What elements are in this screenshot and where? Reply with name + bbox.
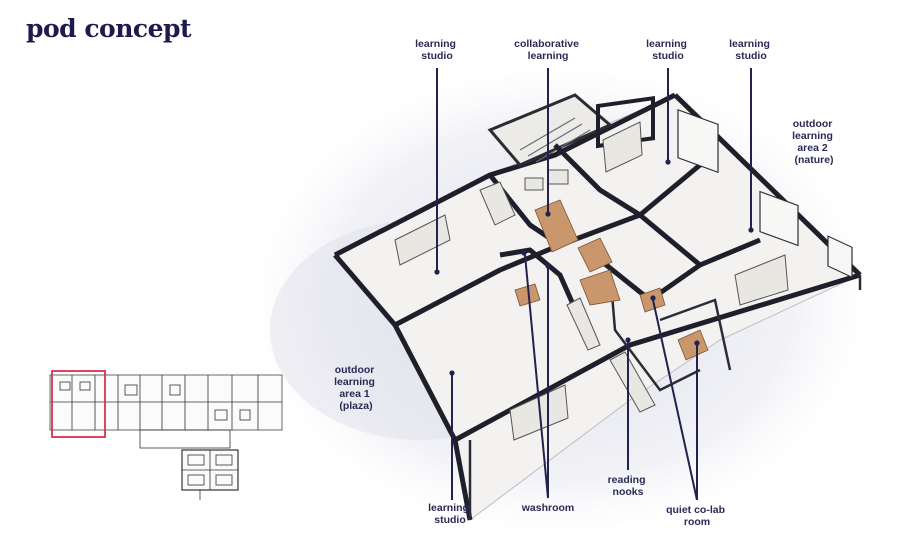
site-plan-thumbnail bbox=[49, 370, 283, 500]
leader-lines bbox=[434, 68, 754, 501]
label-outdoor-area-1: outdoor learning area 1 (plaza) bbox=[334, 364, 378, 412]
leader-dot bbox=[650, 295, 656, 301]
stair-line bbox=[535, 129, 591, 163]
label-learning-studio-bottom: learning studio bbox=[428, 502, 472, 526]
label-washroom: washroom bbox=[521, 502, 575, 514]
partition-h bbox=[659, 298, 732, 371]
leader-washroom-2 bbox=[524, 254, 549, 499]
label-reading-nooks: reading nooks bbox=[608, 474, 649, 498]
leader-dot bbox=[545, 211, 551, 217]
plan-highlight-box bbox=[51, 370, 106, 438]
windows-north-east bbox=[677, 108, 853, 279]
leader-dot bbox=[449, 370, 455, 376]
leader-dot bbox=[434, 269, 440, 275]
leader-quiet-colab-1 bbox=[652, 299, 698, 501]
label-quiet-colab-room: quiet co-lab room bbox=[666, 504, 728, 528]
partition-c bbox=[553, 143, 702, 218]
stair-shaft bbox=[487, 93, 613, 167]
leader-dot bbox=[748, 227, 754, 233]
label-learning-studio-top-left: learning studio bbox=[415, 38, 459, 62]
leader-dot bbox=[545, 263, 551, 269]
label-learning-studio-top-right: learning studio bbox=[729, 38, 773, 62]
partition-a bbox=[393, 212, 641, 328]
leader-dot bbox=[521, 250, 527, 256]
label-outdoor-area-2: outdoor learning area 2 (nature) bbox=[792, 118, 836, 166]
leader-dot bbox=[665, 159, 671, 165]
page-title: pod concept bbox=[26, 14, 192, 43]
exterior-wall-west bbox=[333, 253, 473, 521]
stair-line bbox=[527, 123, 583, 157]
label-collaborative-learning: collaborative learning bbox=[514, 38, 582, 62]
leader-dot bbox=[694, 340, 700, 346]
label-learning-studio-top-mid: learning studio bbox=[646, 38, 690, 62]
leader-dot bbox=[625, 337, 631, 343]
